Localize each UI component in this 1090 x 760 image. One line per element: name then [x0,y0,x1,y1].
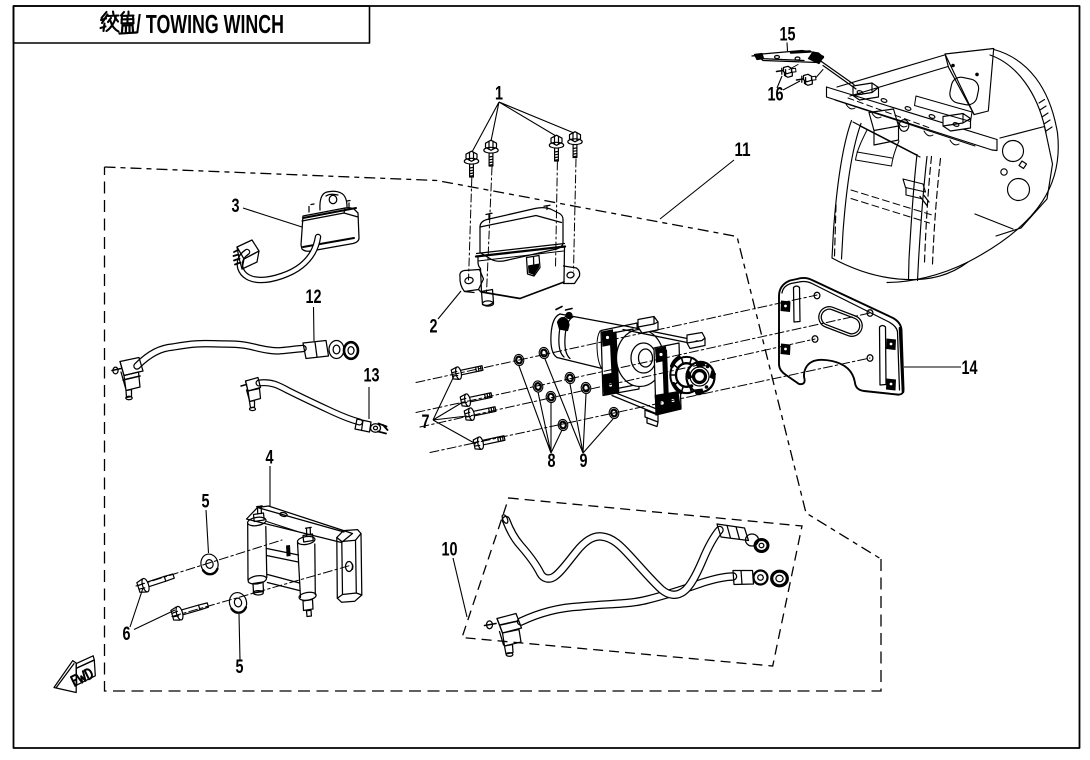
svg-text:14: 14 [962,358,978,379]
svg-text:12: 12 [306,287,322,308]
svg-text:5: 5 [236,657,244,678]
svg-text:8: 8 [548,451,556,472]
svg-text:/ TOWING WINCH: / TOWING WINCH [136,9,284,39]
svg-text:11: 11 [735,140,751,161]
svg-text:15: 15 [780,25,796,46]
svg-text:13: 13 [364,366,380,387]
svg-text:7: 7 [422,412,430,433]
svg-text:5: 5 [202,492,210,513]
svg-text:9: 9 [580,451,588,472]
svg-text:1: 1 [495,84,503,105]
svg-text:2: 2 [430,317,438,338]
svg-text:6: 6 [123,624,131,645]
svg-text:4: 4 [266,448,274,469]
svg-text:10: 10 [442,540,458,561]
svg-text:3: 3 [232,196,240,217]
svg-text:16: 16 [768,85,784,106]
